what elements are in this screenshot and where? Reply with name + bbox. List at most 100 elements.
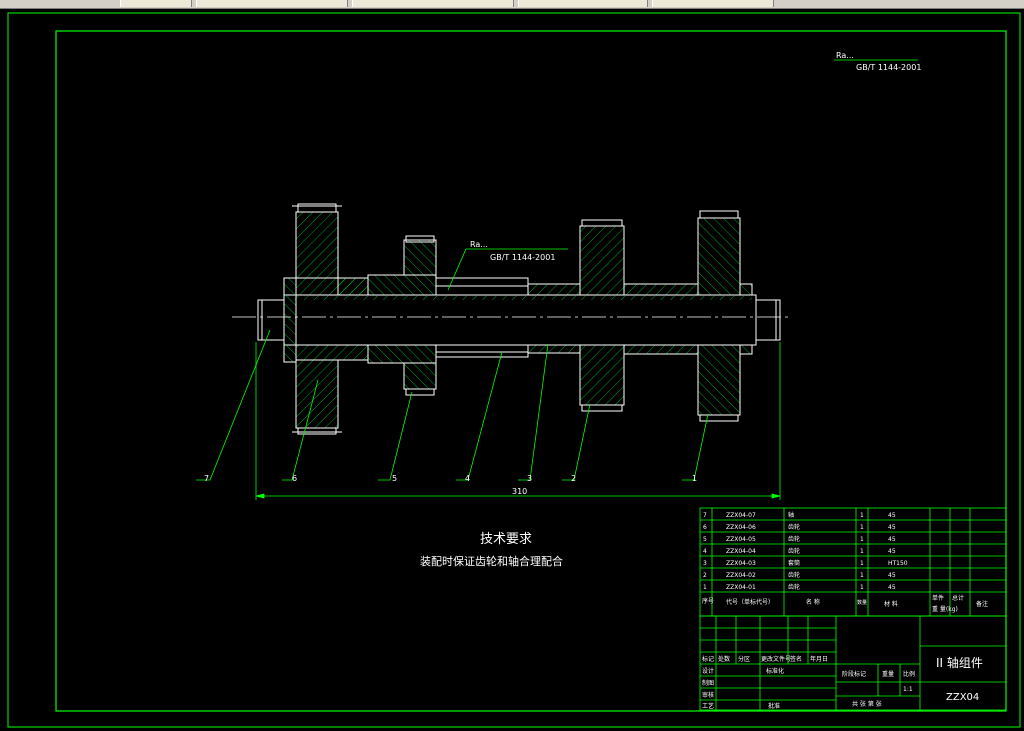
bom-header: 序号 代号（单标代号） 名 称 数量 材 料 单件 总计 重 量(kg) 备注	[702, 594, 988, 613]
bom-cell-name: 轴	[788, 511, 794, 519]
svg-text:1:1: 1:1	[903, 686, 913, 693]
svg-text:重 量(kg): 重 量(kg)	[932, 605, 958, 613]
bom-cell-qty: 1	[860, 548, 864, 555]
svg-text:年月日: 年月日	[810, 655, 828, 663]
svg-text:标准化: 标准化	[766, 667, 784, 675]
balloon-7: 7	[204, 474, 209, 483]
bom-cell-no: 4	[703, 548, 707, 555]
svg-text:制图: 制图	[702, 679, 714, 687]
bom-rows: 7 ZZX04-07 轴 1 45 6 ZZX04-06 齿轮 1 45 5 ZZX04-05 齿轮 1 4…	[703, 511, 908, 591]
bom-cell-no: 3	[703, 560, 707, 567]
svg-text:备注: 备注	[976, 600, 988, 608]
svg-text:GB/T 1144-2001: GB/T 1144-2001	[856, 63, 921, 72]
svg-text:共 张 第 张: 共 张 第 张	[852, 700, 882, 708]
inner-frame	[55, 30, 1007, 712]
toolbar-tab[interactable]	[120, 0, 192, 7]
bom-cell-no: 2	[703, 572, 707, 579]
bom-cell-qty: 1	[860, 572, 864, 579]
bom-cell-code: ZZX04-05	[726, 536, 756, 543]
bom-cell-code: ZZX04-04	[726, 548, 756, 555]
overall-dimension	[255, 342, 781, 500]
bom-cell-no: 5	[703, 536, 707, 543]
bom-cell-no: 1	[703, 584, 707, 591]
balloon-4: 4	[465, 474, 470, 483]
bom-cell-qty: 1	[860, 560, 864, 567]
bom-cell-material: 45	[888, 584, 896, 591]
bom-cell-name: 齿轮	[788, 523, 800, 531]
bom-cell-qty: 1	[860, 524, 864, 531]
bom-cell-material: 45	[888, 572, 896, 579]
bom-cell-no: 6	[703, 524, 707, 531]
svg-text:重量: 重量	[882, 670, 894, 678]
title-block	[699, 615, 1007, 711]
leader-lines	[196, 329, 709, 481]
bom-cell-material: 45	[888, 524, 896, 531]
bom-cell-name: 齿轮	[788, 583, 800, 591]
bom-cell-name: 齿轮	[788, 571, 800, 579]
bom-cell-material: 45	[888, 548, 896, 555]
spline-note-top: Ra... GB/T 1144-2001	[834, 51, 921, 72]
gear-6	[292, 203, 369, 435]
svg-text:设计: 设计	[702, 667, 714, 675]
tech-requirements-note: 装配时保证齿轮和轴合理配合	[420, 554, 563, 568]
drawing-name: II 轴组件	[936, 655, 983, 670]
svg-text:标记: 标记	[702, 655, 714, 663]
bom-cell-qty: 1	[860, 584, 864, 591]
bom-cell-qty: 1	[860, 536, 864, 543]
top-toolbar-strip	[0, 0, 1024, 9]
balloon-labels: 7 6 5 4 3 2 1	[204, 474, 697, 483]
toolbar-tab[interactable]	[352, 0, 514, 7]
svg-text:GB/T 1144-2001: GB/T 1144-2001	[490, 253, 555, 262]
bom-cell-qty: 1	[860, 512, 864, 519]
bom-cell-code: ZZX04-01	[726, 584, 756, 591]
svg-text:代号（单标代号）: 代号（单标代号）	[726, 598, 774, 606]
gear-1	[697, 210, 753, 422]
bom-cell-name: 齿轮	[788, 547, 800, 555]
svg-text:材 料: 材 料	[884, 600, 898, 608]
gear-2	[579, 219, 699, 412]
outer-frame	[7, 12, 1021, 728]
toolbar-tab[interactable]	[652, 0, 774, 7]
svg-text:数量: 数量	[857, 599, 867, 606]
bom-cell-material: HT150	[888, 560, 908, 567]
svg-text:审核: 审核	[702, 691, 714, 699]
spline-callout: Ra... GB/T 1144-2001	[447, 240, 568, 291]
cad-drawing: Ra... GB/T 1144-2001	[7, 12, 1021, 728]
svg-text:名 称: 名 称	[806, 598, 820, 606]
shaft-body	[283, 294, 757, 346]
bom-cell-name: 齿轮	[788, 535, 800, 543]
bom-cell-code: ZZX04-03	[726, 560, 756, 567]
svg-text:Ra...: Ra...	[470, 240, 488, 249]
svg-text:序号: 序号	[702, 597, 714, 605]
toolbar-tab[interactable]	[518, 0, 648, 7]
balloon-6: 6	[292, 474, 297, 483]
svg-text:签名: 签名	[790, 655, 802, 663]
gear-5	[367, 235, 437, 396]
svg-text:更改文件号: 更改文件号	[761, 655, 791, 663]
svg-text:批准: 批准	[768, 702, 780, 710]
toolbar-tab[interactable]	[196, 0, 348, 7]
svg-text:处数: 处数	[718, 655, 730, 663]
shaft-assembly	[232, 203, 790, 435]
title-block-text: 标记 处数 分区 更改文件号 签名 年月日 设计 标准化 制图 审核 工艺 批准…	[702, 655, 983, 710]
tech-requirements-title: 技术要求	[480, 532, 532, 547]
bom-cell-code: ZZX04-07	[726, 512, 756, 519]
shaft-right-end	[755, 299, 781, 341]
drawing-code: ZZX04	[946, 692, 979, 703]
svg-text:总计: 总计	[952, 594, 964, 602]
bom-cell-no: 7	[703, 512, 707, 519]
svg-text:分区: 分区	[738, 655, 750, 663]
gear-4-sleeve	[435, 277, 529, 358]
svg-text:比例: 比例	[903, 670, 915, 678]
dimension-text: 310	[512, 487, 527, 496]
balloon-3: 3	[527, 474, 532, 483]
svg-text:单件: 单件	[932, 594, 944, 602]
bom-cell-material: 45	[888, 512, 896, 519]
bom-cell-code: ZZX04-02	[726, 572, 756, 579]
bom-cell-name: 套筒	[788, 559, 800, 567]
bom-cell-code: ZZX04-06	[726, 524, 756, 531]
bom-cell-material: 45	[888, 536, 896, 543]
balloon-5: 5	[392, 474, 397, 483]
balloon-1: 1	[692, 474, 697, 483]
balloon-2: 2	[571, 474, 576, 483]
